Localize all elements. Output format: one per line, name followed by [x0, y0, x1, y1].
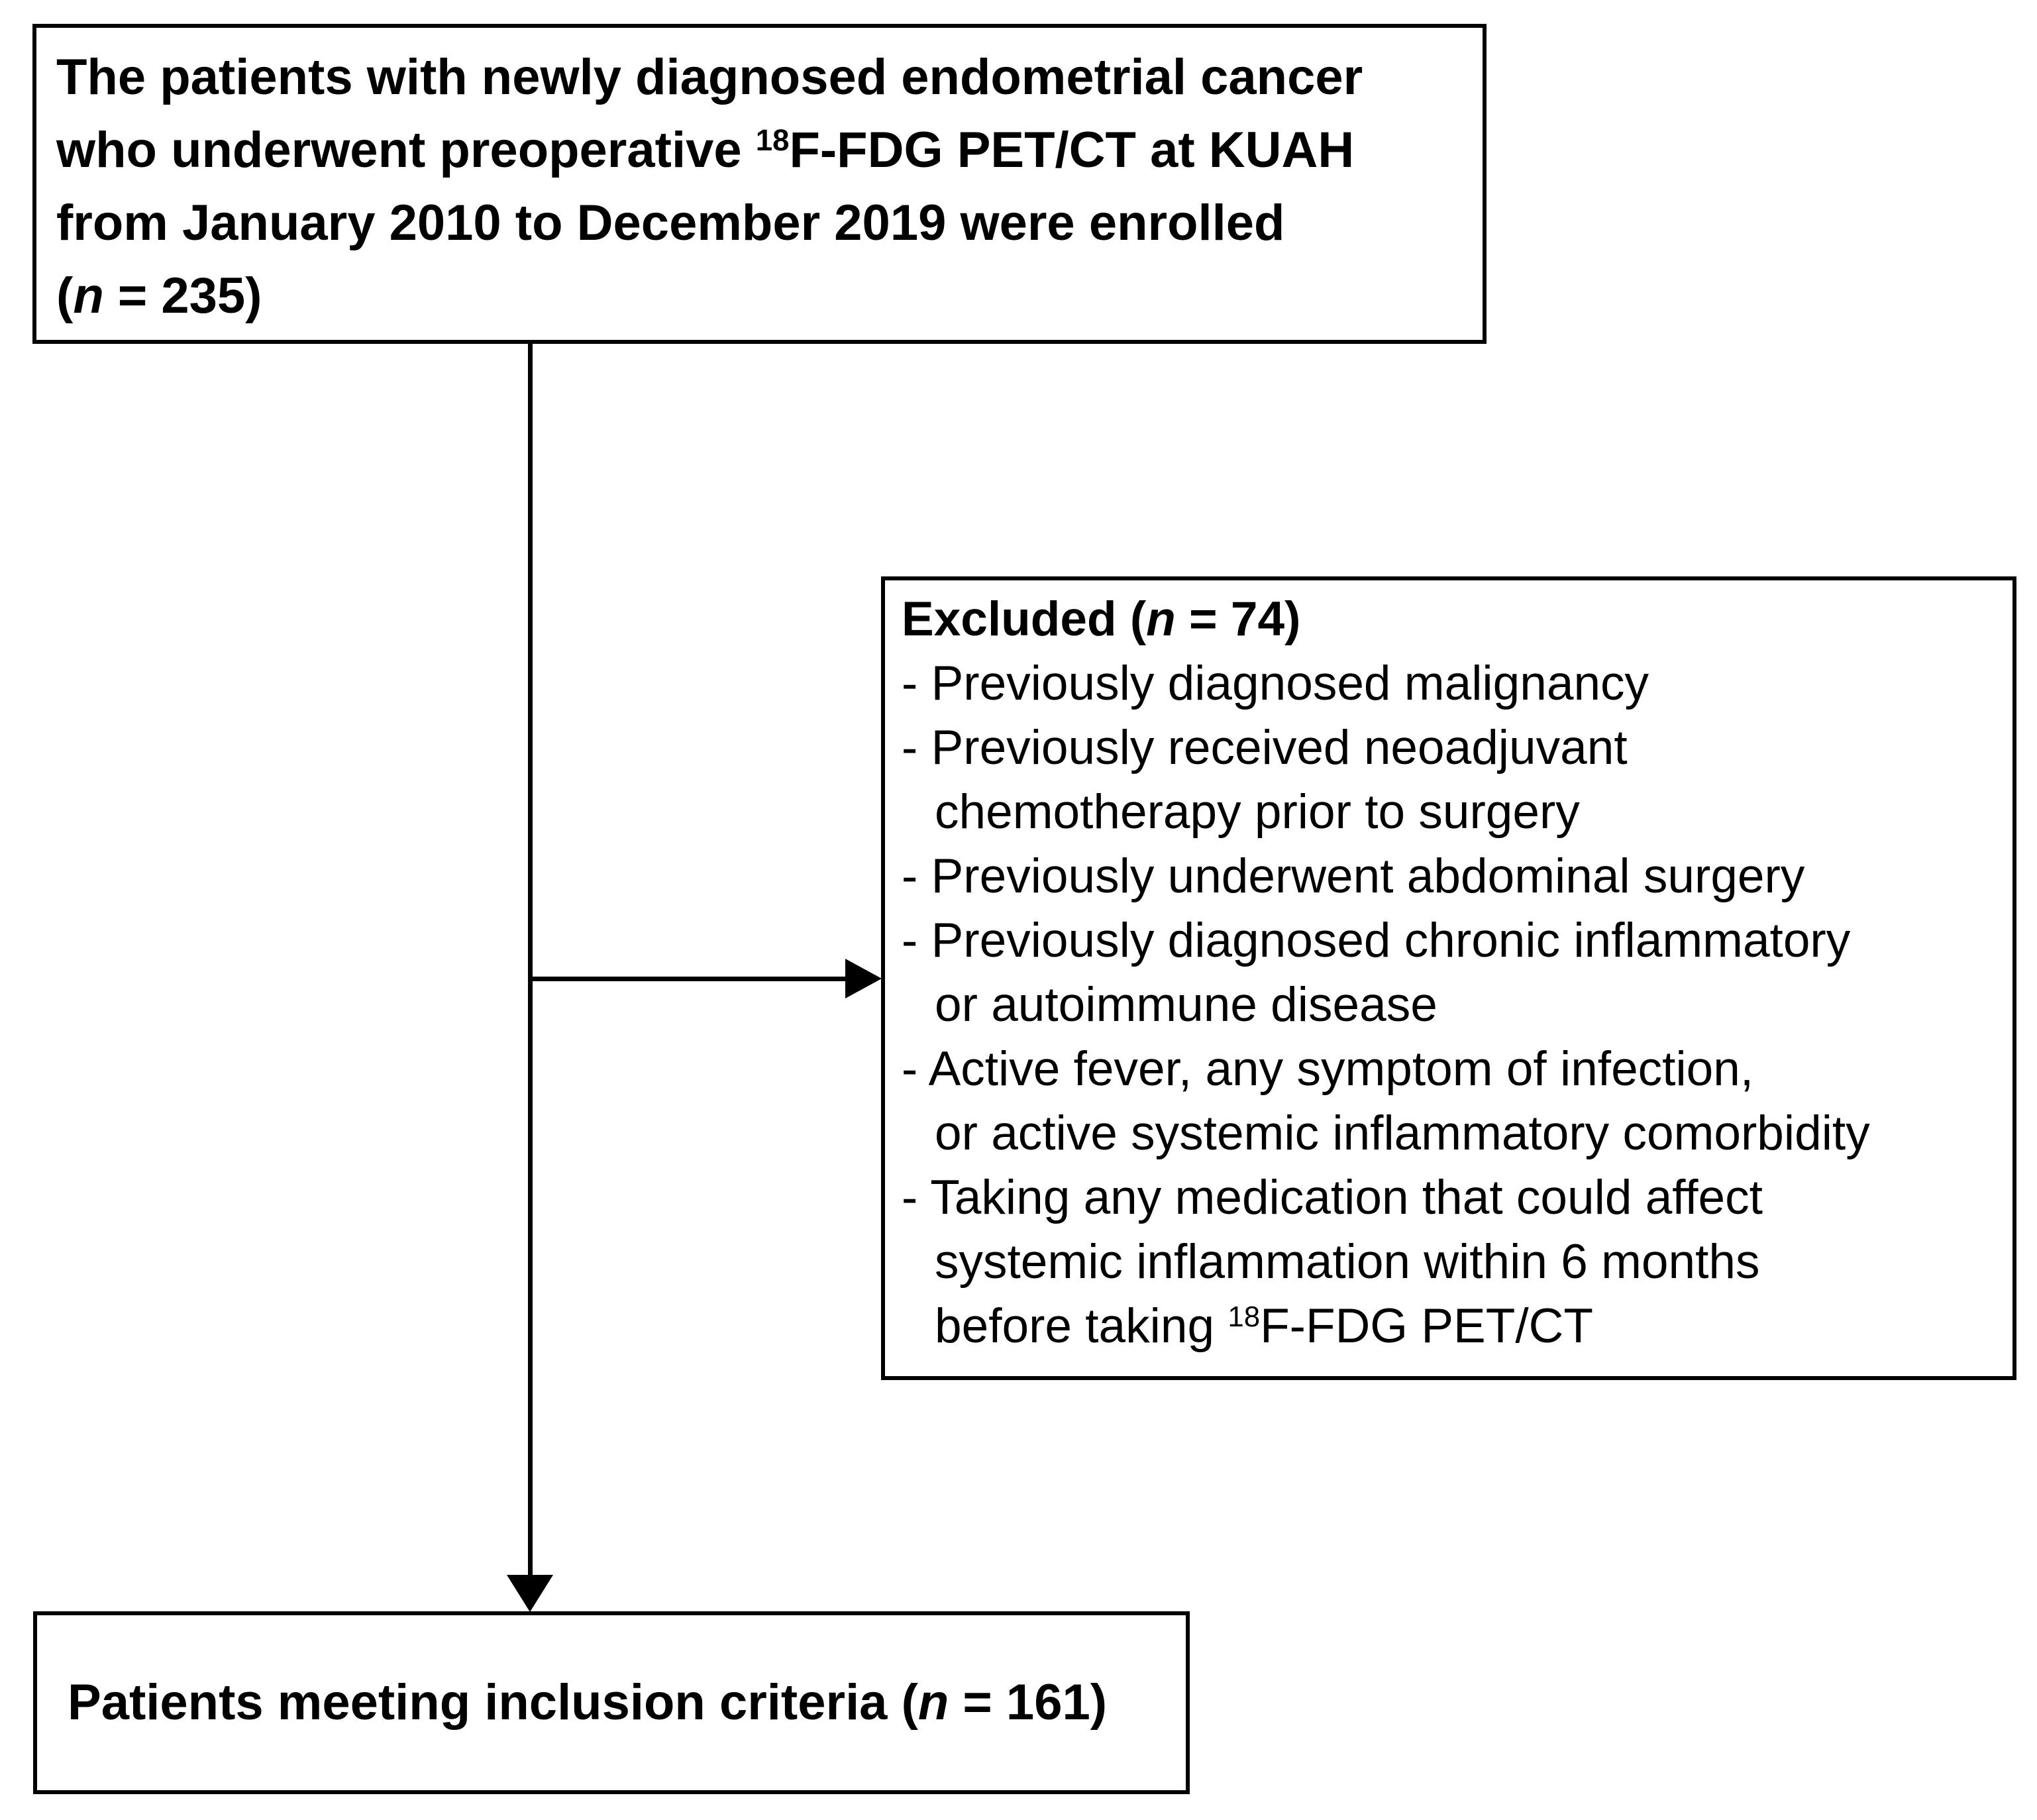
right-arrowhead-icon — [845, 959, 882, 998]
excluded-count-value: = 74) — [1175, 592, 1301, 646]
excluded-item-line: - Previously diagnosed malignancy — [902, 657, 1649, 710]
excluded-item-neoadjuvant-chemo: - Previously received neoadjuvant chemot… — [902, 716, 1999, 844]
isotope-18-superscript: 18 — [755, 123, 790, 157]
excluded-item-line: or active systemic inflammatory comorbid… — [935, 1106, 1870, 1160]
excluded-item-active-fever: - Active fever, any symptom of infection… — [902, 1037, 1999, 1165]
enrollment-count-value: = 235) — [103, 268, 262, 324]
vertical-connector-line — [528, 344, 533, 1580]
inclusion-n-symbol: n — [917, 1674, 949, 1731]
excluded-item-line: - Previously underwent abdominal surgery — [902, 849, 1805, 903]
excluded-item-medication: - Taking any medication that could affec… — [902, 1165, 1999, 1358]
isotope-18-superscript: 18 — [1227, 1300, 1261, 1333]
excluded-title-text: Excluded ( — [902, 592, 1147, 646]
excluded-item-abdominal-surgery: - Previously underwent abdominal surgery — [902, 844, 1999, 908]
enrollment-line-1: The patients with newly diagnosed endome… — [56, 49, 1363, 105]
excluded-title: Excluded (n = 74) — [902, 587, 1999, 651]
inclusion-count-value: = 161) — [949, 1674, 1108, 1731]
excluded-item-line: systemic inflammation within 6 months — [935, 1235, 1760, 1289]
excluded-n-symbol: n — [1146, 592, 1176, 646]
excluded-item-line: before taking 18F-FDG PET/CT — [935, 1294, 1999, 1358]
enrollment-count-open: ( — [56, 268, 74, 324]
enrollment-n-symbol: n — [73, 268, 104, 324]
excluded-item-line: - Taking any medication that could affec… — [902, 1171, 1763, 1224]
down-arrowhead-icon — [507, 1575, 553, 1612]
excluded-item-line: - Previously received neoadjuvant — [902, 721, 1628, 775]
enrollment-box: The patients with newly diagnosed endome… — [32, 24, 1487, 344]
excluded-item-line-tracer: F-FDG PET/CT — [1260, 1299, 1593, 1353]
enrollment-line-2: who underwent preoperative 18F-FDG PET/C… — [56, 114, 1464, 187]
inclusion-text: Patients meeting inclusion criteria (n =… — [68, 1666, 1107, 1739]
horizontal-connector-line — [530, 977, 849, 981]
enrollment-line-2-tracer: F-FDG PET/CT at KUAH — [789, 122, 1355, 178]
enrollment-line-3: from January 2010 to December 2019 were … — [56, 195, 1285, 251]
excluded-item-malignancy: - Previously diagnosed malignancy — [902, 651, 1999, 716]
excluded-item-line: or autoimmune disease — [935, 978, 1437, 1032]
excluded-item-line: - Active fever, any symptom of infection… — [902, 1042, 1754, 1096]
excluded-item-line: chemotherapy prior to surgery — [935, 785, 1580, 839]
inclusion-text-main: Patients meeting inclusion criteria ( — [68, 1674, 918, 1731]
enrollment-count: (n = 235) — [56, 260, 1464, 333]
excluded-box: Excluded (n = 74) - Previously diagnosed… — [881, 576, 2016, 1380]
excluded-item-chronic-inflammatory: - Previously diagnosed chronic inflammat… — [902, 908, 1999, 1037]
inclusion-box: Patients meeting inclusion criteria (n =… — [33, 1611, 1190, 1794]
excluded-item-line-text: before taking — [935, 1299, 1228, 1353]
excluded-item-line: - Previously diagnosed chronic inflammat… — [902, 914, 1851, 967]
enrollment-line-2-text: who underwent preoperative — [56, 122, 756, 178]
